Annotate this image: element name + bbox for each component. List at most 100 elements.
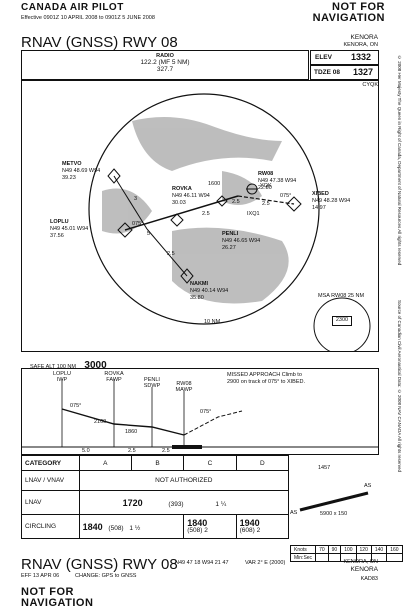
nakmi-leg: [146, 228, 188, 277]
circling-d-mda: 1940: [239, 517, 260, 528]
knots-100: 100: [340, 545, 357, 554]
footer-change: CHANGE: GPS to GNSS: [75, 573, 137, 579]
knots-70: 70: [315, 545, 329, 554]
profile-course-2: 075°: [200, 409, 212, 415]
fix-marker-loplu: [117, 222, 133, 238]
circling-ab-mda: 1840: [82, 521, 103, 532]
knots-90: 90: [327, 545, 342, 554]
speed-row-knots: Knots 70 90 100 120 140 160: [289, 545, 403, 554]
circling-c-vis: 2: [204, 526, 208, 534]
footer-var: VAR 2° E (2000): [245, 560, 286, 566]
safe-alt-value: 3000: [84, 360, 107, 371]
msa-altitude: 2300: [332, 316, 352, 326]
leg-course-1: 075°: [132, 221, 144, 227]
circling-label: CIRCLING: [21, 514, 80, 539]
leg-dist-2: 5: [147, 231, 151, 237]
radio-frequency-2: 327.7: [156, 66, 174, 73]
not-for-nav-bottom: NOT FOR NAVIGATION: [21, 586, 94, 609]
tdze-box: TDZE 08 1327: [310, 65, 379, 80]
footer-eff: EFF 13 APR 06: [21, 573, 60, 579]
aerodrome-sketch: 1457 AS AS 5900 x 150: [290, 455, 379, 545]
rwy-end-b: AS: [364, 483, 372, 489]
fix-marker-nakmi: [180, 268, 194, 284]
circling-c: 1840 (508) 2: [183, 514, 237, 539]
fix-marker-metvo: [107, 168, 121, 184]
airport-ident: CYQK: [362, 82, 378, 88]
circling-ab-hat: (508): [108, 524, 124, 532]
circling-d: 1940 (608) 2: [235, 514, 290, 539]
footer-coords: N49 47 18 W94 21 47: [175, 560, 229, 566]
leg-dist-5: 3: [134, 196, 138, 202]
profile-course-1: 075°: [70, 403, 82, 409]
footer-airport-loc: KENORA, ON: [343, 559, 378, 565]
lnav-vnav-label: LNAV / VNAV: [21, 470, 80, 491]
profile-alt-2100: 2100: [94, 419, 107, 425]
speed-table: Knots 70 90 100 120 140 160 Min:Sec: [289, 545, 403, 562]
fix-label-nakmi: NAKMI N49 40.14 W94 35.80: [190, 281, 229, 301]
footer-procedure: RNAV (GNSS) RWY 08: [21, 556, 178, 573]
leg-course-2: 075°: [280, 193, 292, 199]
speed-row-min: Min:Sec: [289, 553, 403, 562]
circling-c-hat: (508): [187, 526, 203, 534]
effective-dates: Effective 0901Z 10 APRIL 2008 to 0901Z 5…: [21, 15, 155, 21]
circling-c-mda: 1840: [187, 517, 208, 528]
cat-d: D: [235, 455, 290, 471]
range-ring-label: 10 NM: [204, 319, 221, 325]
safe-alt: SAFE ALT 100 NM 3000: [30, 355, 107, 373]
fix-label-loplu: LOPLU N49 45.01 W94 37.56: [50, 219, 89, 239]
fix-marker-rovka: [170, 213, 184, 227]
lnav-vis: 1 ¼: [215, 500, 227, 508]
circling-ab-vis: 1 ½: [129, 524, 141, 532]
leg-dist-4: 2.5: [167, 251, 175, 257]
side-copyright: © 2008 Her Majesty The Queen in Right of…: [397, 55, 402, 266]
minima-row-lnav: LNAV 1720 (393) 1 ¼: [21, 490, 290, 515]
cat-a: A: [78, 455, 132, 471]
msa-circle: [313, 297, 371, 351]
lnav-mda: 1720: [122, 497, 143, 508]
msa-label: MSA RW08 25 NM: [318, 293, 365, 299]
profile-dist-1: 5.0: [82, 448, 90, 454]
alt-1600: 1600: [208, 181, 221, 187]
elev-value: 1332: [351, 52, 372, 62]
radio-label: RADIO: [156, 53, 174, 59]
tdze-value: 1327: [353, 67, 374, 77]
leg-dist-3: 2.5: [232, 199, 240, 205]
missed-track: [237, 195, 295, 205]
rwy-end-a: AS: [290, 510, 298, 516]
minima-row-circling: CIRCLING 1840 (508) 1 ½ 1840 (508) 2 194…: [21, 514, 290, 539]
fix-label-rw08: RW08 N49 47.38 W94 22.50: [258, 171, 297, 191]
circling-d-vis: 2: [256, 526, 261, 534]
fix-marker-penli: [216, 195, 228, 207]
runway-08-26: [299, 491, 369, 512]
airport-location: KENORA, ON: [343, 42, 378, 48]
min-sec-label: Min:Sec: [289, 553, 317, 562]
profile-dist-2: 2.5: [128, 448, 136, 454]
not-for-nav-top: NOT FOR NAVIGATION: [312, 1, 385, 24]
aerodrome-svg: [299, 491, 369, 512]
fix-label-rovka: ROVKA N49 46.11 W94 30.03: [172, 186, 210, 206]
tdze-label: TDZE 08: [314, 69, 341, 76]
knots-120: 120: [355, 545, 372, 554]
radio-frequency: 122.2 (MF 5 NM): [140, 59, 190, 66]
fix-label-metvo: METVO N49 48.69 W94 39.23: [62, 161, 101, 181]
fix-label-penli: PENLI N49 46.65 W94 26.27: [222, 231, 261, 251]
profile-missed-path: [183, 410, 243, 436]
missed-approach-text: MISSED APPROACH Climb to 2900 on track o…: [227, 372, 306, 385]
fix-marker-rw08: [246, 183, 258, 195]
profile-descent-path: [61, 408, 185, 436]
ndb-ident: YQK: [260, 183, 272, 189]
metvo-leg: [113, 175, 148, 230]
side-source: Source of Canadian Civil Aeronautical Da…: [397, 300, 402, 473]
knots-label: Knots: [289, 545, 317, 554]
knots-140: 140: [370, 545, 388, 554]
range-ring: [88, 93, 320, 325]
minima-table: CATEGORY A B C D LNAV / VNAV NOT AUTHORI…: [21, 455, 290, 539]
profile-alt-1860: 1860: [125, 429, 138, 435]
rwy-dimensions: 5900 x 150: [320, 511, 348, 517]
profile-svg: [22, 379, 378, 449]
category-label: CATEGORY: [21, 455, 80, 471]
profile-dist-3: 2.5: [162, 448, 170, 454]
